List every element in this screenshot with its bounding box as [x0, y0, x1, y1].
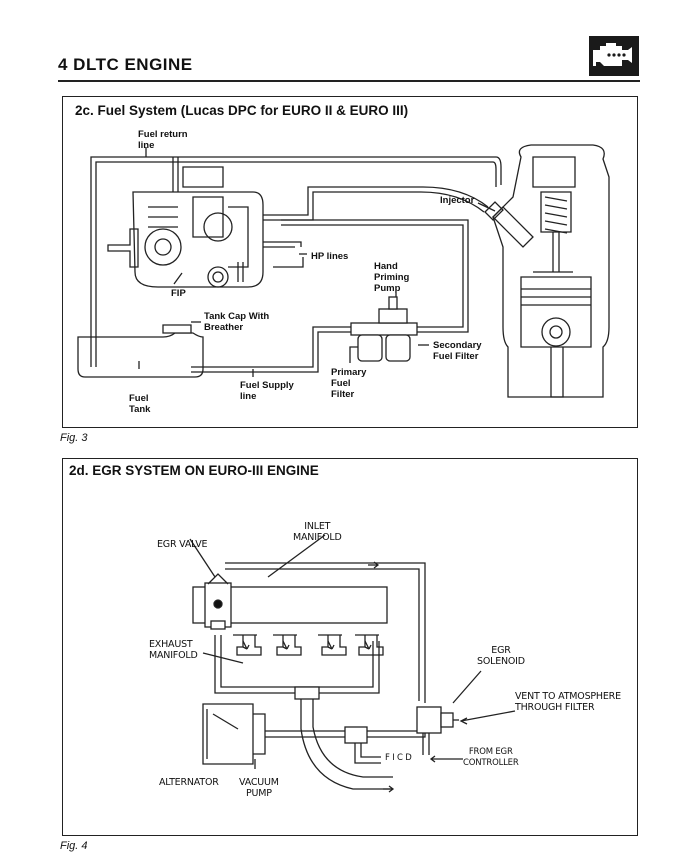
injector-label: Injector [440, 195, 475, 206]
fip-label: FIP [171, 288, 186, 299]
figure-caption-3: Fig. 3 [60, 432, 88, 444]
engine-icon [589, 36, 639, 76]
ficd-label: F I C D [385, 753, 412, 763]
egr-system-diagram [189, 534, 516, 793]
secondary-fuel-filter-label: Secondary Fuel Filter [433, 340, 482, 362]
fuel-tank-label: Fuel Tank [129, 393, 151, 415]
egr-solenoid-label: EGR SOLENOID [477, 645, 525, 667]
alternator-label: ALTERNATOR [159, 777, 219, 788]
fuel-supply-line-label: Fuel Supply line [240, 380, 294, 402]
fuel-return-line-label: Fuel return line [138, 129, 188, 151]
primary-fuel-filter-label: Primary Fuel Filter [331, 367, 367, 400]
page-title: 4 DLTC ENGINE [58, 55, 193, 74]
egr-valve-label: EGR VALVE [157, 539, 208, 550]
fuel-system-panel: 2c. Fuel System (Lucas DPC for EURO II &… [62, 96, 638, 428]
figure-caption-4: Fig. 4 [60, 840, 88, 852]
exhaust-manifold-label: EXHAUST MANIFOLD [149, 639, 198, 661]
fuel-system-title: 2c. Fuel System (Lucas DPC for EURO II &… [75, 103, 409, 118]
header-rule [58, 80, 640, 82]
egr-system-title: 2d. EGR SYSTEM ON EURO-III ENGINE [69, 463, 319, 478]
tank-cap-label: Tank Cap With Breather [204, 311, 270, 333]
vent-to-atmosphere-label: VENT TO ATMOSPHERE THROUGH FILTER [515, 691, 621, 713]
hand-priming-pump-label: Hand Priming Pump [374, 261, 410, 294]
fuel-system-diagram [77, 144, 610, 398]
vacuum-pump-label: VACUUM PUMP [239, 777, 279, 799]
egr-system-panel: 2d. EGR SYSTEM ON EURO-III ENGINE [62, 458, 638, 836]
hp-lines-label: HP lines [311, 251, 349, 262]
from-egr-controller-label: FROM EGR CONTROLLER [463, 747, 519, 768]
inlet-manifold-label: INLET MANIFOLD [293, 521, 342, 543]
